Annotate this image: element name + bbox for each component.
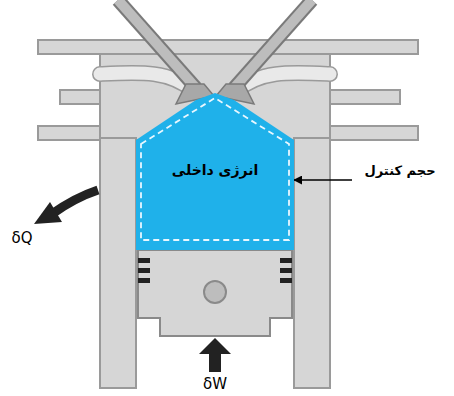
heat-label: δQ: [12, 229, 33, 247]
control-volume-label: حجم کنترل: [365, 163, 436, 178]
cylinder-wall: [294, 138, 330, 388]
cooling-fin: [38, 40, 418, 54]
node-text: انرژی داخلی: [172, 162, 258, 178]
wrist-pin: [204, 281, 226, 303]
cylinder-wall: [100, 138, 136, 388]
control-volume: انرژی داخلی: [136, 90, 294, 250]
work-arrowhead: [199, 338, 231, 354]
heat-arrowhead: [34, 202, 62, 224]
control-surface: [141, 98, 289, 240]
leader-line: [294, 179, 352, 181]
work-label: δW: [203, 375, 227, 393]
work-arrow: [209, 352, 221, 372]
heat-arrow: [52, 190, 98, 214]
piston: [138, 250, 292, 336]
valve-stem: [118, 0, 312, 88]
valve-port: [100, 73, 330, 92]
